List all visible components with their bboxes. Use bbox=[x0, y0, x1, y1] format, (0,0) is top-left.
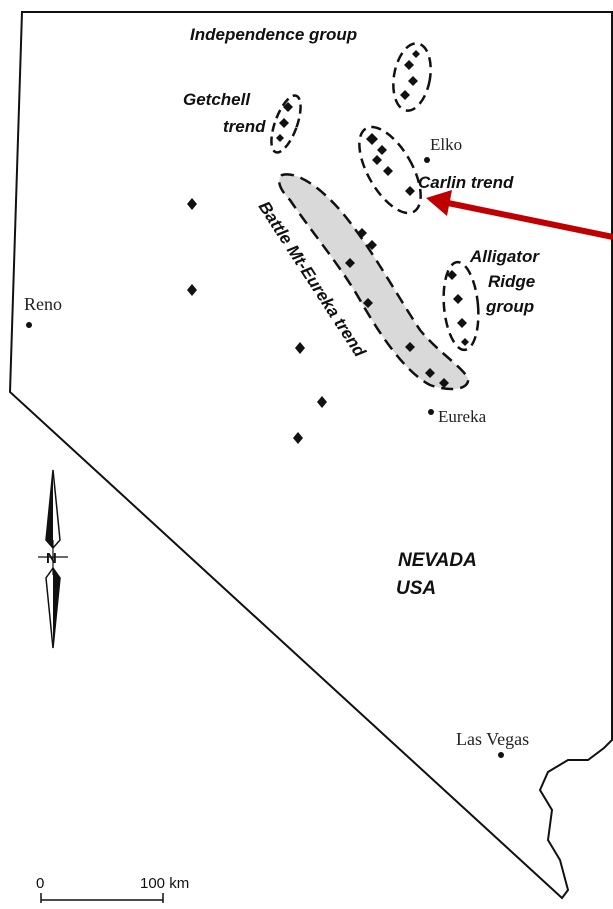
deposit-marker bbox=[425, 368, 435, 378]
deposit-marker bbox=[357, 228, 367, 238]
alligator-ridge-outline bbox=[442, 260, 480, 352]
deposit-marker bbox=[461, 338, 469, 346]
deposit-marker bbox=[453, 294, 463, 304]
deposit-marker bbox=[283, 102, 293, 112]
deposit-marker bbox=[276, 134, 284, 142]
city-label-reno: Reno bbox=[24, 294, 62, 314]
deposit-marker bbox=[372, 155, 382, 165]
deposit-marker bbox=[404, 60, 414, 70]
deposit-marker bbox=[187, 284, 197, 296]
deposit-marker bbox=[405, 186, 415, 196]
scale-start-label: 0 bbox=[36, 875, 44, 892]
deposit-marker bbox=[447, 270, 457, 280]
deposit-marker bbox=[345, 258, 355, 268]
nevada-state-outline bbox=[8, 11, 613, 900]
deposit-marker bbox=[279, 118, 289, 128]
trend-label-alligator-line3: group bbox=[485, 297, 534, 316]
deposit-marker bbox=[408, 76, 418, 86]
getchell-trend-outline bbox=[270, 94, 302, 154]
deposit-marker bbox=[400, 90, 410, 100]
deposit-marker bbox=[293, 432, 303, 444]
trend-label-getchell-line1: Getchell bbox=[183, 90, 251, 109]
red-arrow bbox=[426, 190, 613, 240]
trend-label-alligator-line2: Ridge bbox=[488, 272, 535, 291]
city-label-elko: Elko bbox=[430, 135, 462, 154]
trend-label-independence: Independence group bbox=[190, 25, 357, 44]
trend-label-getchell-line2: trend bbox=[223, 117, 266, 136]
city-dot-reno bbox=[26, 322, 32, 328]
deposit-markers bbox=[187, 50, 469, 444]
scale-bar bbox=[40, 893, 164, 903]
deposit-marker bbox=[412, 50, 420, 58]
country-label: USA bbox=[396, 578, 436, 599]
deposit-marker bbox=[377, 145, 387, 155]
deposit-marker bbox=[367, 240, 377, 250]
north-letter: N bbox=[46, 550, 57, 567]
deposit-marker bbox=[457, 318, 467, 328]
north-arrow-icon bbox=[38, 469, 68, 649]
city-label-las-vegas: Las Vegas bbox=[456, 729, 529, 749]
independence-group-outline bbox=[392, 42, 432, 112]
city-label-eureka: Eureka bbox=[438, 407, 487, 426]
trend-label-alligator-line1: Alligator bbox=[469, 247, 540, 266]
city-dot-eureka bbox=[428, 409, 434, 415]
deposit-marker bbox=[317, 396, 327, 408]
deposit-marker bbox=[187, 198, 197, 210]
deposit-marker bbox=[383, 166, 393, 176]
city-dot-elko bbox=[424, 157, 430, 163]
city-markers bbox=[26, 157, 504, 758]
deposit-marker bbox=[363, 298, 373, 308]
deposit-marker bbox=[405, 342, 415, 352]
deposit-marker bbox=[439, 378, 449, 388]
city-dot-las-vegas bbox=[498, 752, 504, 758]
carlin-trend-outline bbox=[358, 125, 422, 215]
trend-label-carlin: Carlin trend bbox=[418, 173, 514, 192]
deposit-marker bbox=[295, 342, 305, 354]
deposit-marker bbox=[366, 133, 378, 145]
state-label: NEVADA bbox=[398, 550, 477, 571]
scale-end-label: 100 km bbox=[140, 875, 189, 892]
